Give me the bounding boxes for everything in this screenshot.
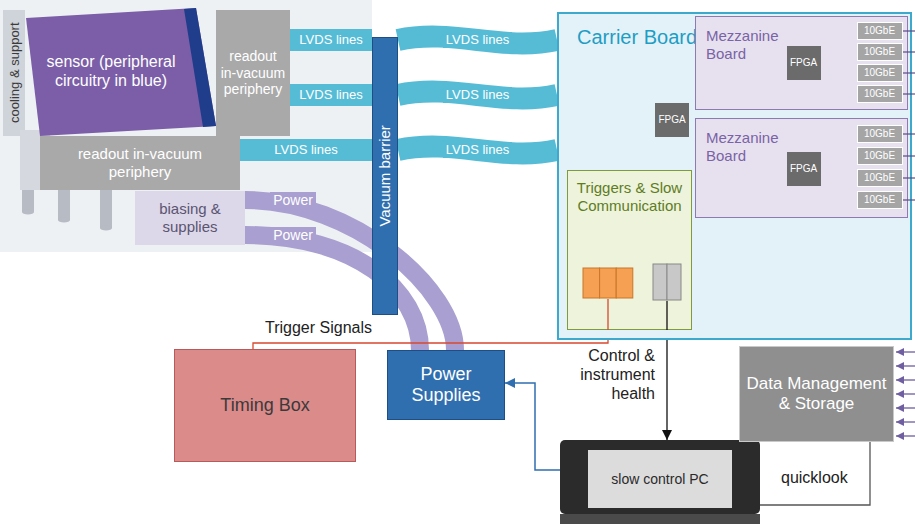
- node-text: 10GbE: [864, 25, 895, 37]
- edge-label: LVDS lines: [443, 32, 512, 47]
- port-box: 10GbE: [857, 43, 903, 61]
- node-text: 10GbE: [864, 128, 895, 140]
- node-text: slow control PC: [611, 471, 708, 488]
- port-box: 10GbE: [857, 191, 903, 209]
- node-text: 10GbE: [864, 194, 895, 206]
- edge-label: Control & instrument health: [556, 347, 658, 404]
- edge-label: LVDS lines: [296, 32, 365, 47]
- node-text: Power Supplies: [392, 364, 500, 406]
- port-box: 10GbE: [857, 22, 903, 40]
- timing-box: Timing Box: [174, 349, 356, 462]
- ethernet-outputs: [903, 31, 915, 200]
- readout-box: readout in-vacuum periphery: [216, 10, 290, 136]
- node-text: Triggers & Slow Communication: [574, 179, 685, 214]
- data-inputs: [896, 352, 915, 436]
- node-text: Mezzanine Board: [706, 27, 796, 62]
- node-text: 10GbE: [864, 67, 895, 79]
- readout-box: readout in-vacuum periphery: [40, 136, 240, 190]
- node-text: FPGA: [790, 163, 817, 175]
- lvds-ribbon: [240, 139, 372, 161]
- power-ribbon: [245, 200, 455, 350]
- edge-label: Power: [270, 192, 316, 209]
- edge-label: LVDS lines: [271, 142, 340, 157]
- control-line: [505, 383, 560, 470]
- trigger-wire: [607, 299, 608, 330]
- chip-box: FPGA: [655, 103, 689, 137]
- node-text: biasing & supplies: [141, 200, 239, 235]
- carrier-board: Carrier BoardFPGAMezzanine BoardFPGA10Gb…: [557, 12, 912, 340]
- edge-label: LVDS lines: [296, 87, 365, 102]
- chip-box: FPGA: [787, 46, 821, 80]
- data-line: [760, 442, 870, 505]
- port-box: 10GbE: [857, 169, 903, 187]
- power-box: Power Supplies: [387, 350, 505, 420]
- node-text: Carrier Board: [577, 26, 697, 50]
- node-text: 10GbE: [864, 88, 895, 100]
- port-box: 10GbE: [857, 147, 903, 165]
- node-text: Data Management & Storage: [746, 374, 887, 414]
- node-text: FPGA: [790, 57, 817, 69]
- mezzanine-board: Mezzanine BoardFPGA 10GbE 10GbE 10GbE 10GbE: [695, 16, 908, 110]
- node-text: 10GbE: [864, 172, 895, 184]
- edge-label: LVDS lines: [443, 87, 512, 102]
- edge-label: Power: [270, 227, 316, 244]
- control-wire: [666, 301, 667, 330]
- control-line: [666, 330, 667, 440]
- edge-label: LVDS lines: [443, 142, 512, 157]
- sensor: sensor (peripheral circuitry in blue): [26, 8, 216, 136]
- port-box: 10GbE: [857, 64, 903, 82]
- port-box: 10GbE: [857, 85, 903, 103]
- node-text: Timing Box: [220, 395, 309, 416]
- vacuum-barrier: Vacuum barrier: [372, 37, 398, 315]
- node-text: 10GbE: [864, 46, 895, 58]
- node-text: Vacuum barrier: [376, 125, 394, 226]
- control-connector: [653, 264, 681, 300]
- lvds-ribbon: [290, 29, 372, 51]
- part-label: cooling & support: [6, 23, 21, 123]
- storage-box: Data Management & Storage: [739, 346, 894, 442]
- bias-box: biasing & supplies: [135, 191, 245, 245]
- edge-label: quicklook: [778, 469, 851, 488]
- node-text: readout in-vacuum periphery: [48, 145, 232, 180]
- laptop: slow control PC: [560, 440, 760, 524]
- node-text: Mezzanine Board: [706, 129, 796, 164]
- lvds-ribbon: [290, 84, 372, 106]
- chip-box: FPGA: [787, 152, 821, 186]
- port-box: 10GbE: [857, 125, 903, 143]
- support-legs: [22, 190, 112, 231]
- node-text: FPGA: [658, 114, 685, 126]
- trigger-connector: [583, 268, 633, 298]
- node-text: readout in-vacuum periphery: [220, 48, 286, 98]
- node-text: sensor (peripheral circuitry in blue): [40, 53, 182, 91]
- node-text: 10GbE: [864, 150, 895, 162]
- mezzanine-board: Mezzanine BoardFPGA 10GbE 10GbE 10GbE 10GbE: [695, 118, 908, 218]
- trigger-box: Triggers & Slow Communication: [567, 170, 692, 330]
- edge-label: Trigger Signals: [262, 319, 375, 338]
- cooling-strip: [3, 10, 25, 136]
